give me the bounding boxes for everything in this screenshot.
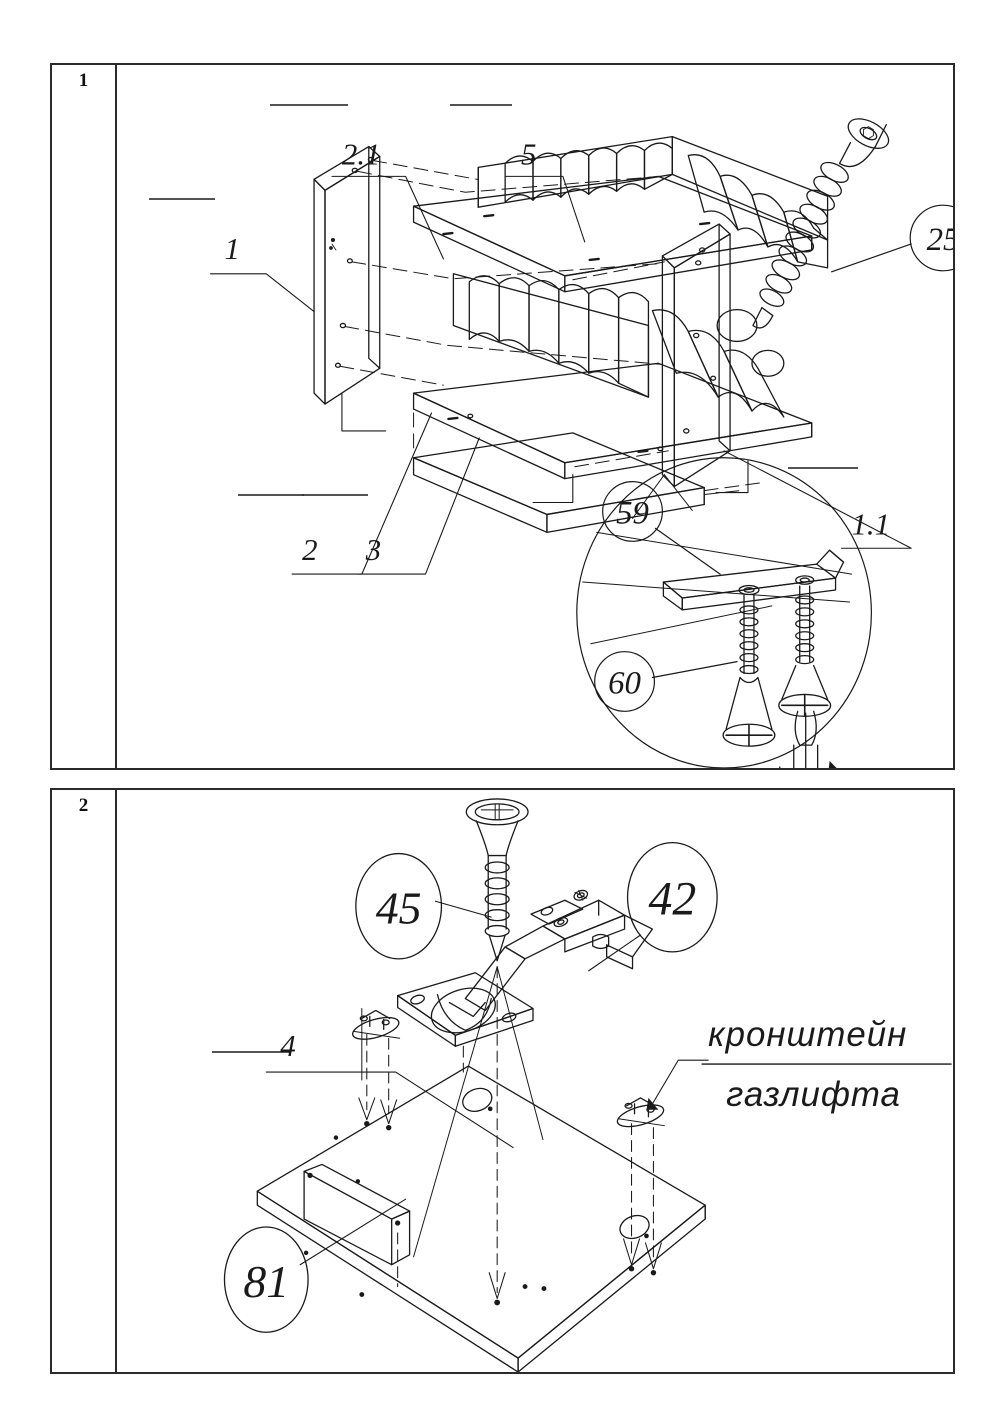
l-bracket	[303, 1163, 411, 1266]
front-rail	[412, 432, 705, 533]
leader-part-3	[357, 437, 480, 575]
leader-gaslift-note	[651, 1059, 709, 1105]
part-label-2-1: 2.1	[342, 137, 381, 171]
callout-label-81: 81	[243, 1256, 289, 1307]
gas-lift-bracket-left	[352, 1009, 401, 1040]
callout-label-25: 25	[927, 222, 953, 258]
leader-part-5	[504, 175, 586, 243]
leader-part-4	[265, 1071, 514, 1149]
step-1-svg: 1 2.1 5 2 3 1.1 25 59 60	[209, 118, 953, 768]
step-1-divider	[115, 65, 117, 768]
gas-lift-bracket-right	[616, 1097, 665, 1128]
leader-callout-45	[434, 900, 492, 918]
lower-shelf	[412, 362, 813, 480]
step-1-callouts	[594, 204, 953, 712]
leader-part-1-1	[723, 450, 912, 549]
callout-label-42: 42	[648, 873, 696, 926]
leader-callout-81	[299, 1198, 407, 1266]
gaslift-note-line-1: кронштейн	[708, 1016, 907, 1054]
screwdriver	[779, 710, 837, 768]
leader-callout-25	[830, 243, 912, 273]
part-label-5: 5	[521, 137, 536, 171]
alignment-brackets	[341, 392, 749, 504]
step-1-leaders	[209, 175, 912, 575]
callout-59-circle	[602, 481, 663, 542]
leader-callout-42	[588, 934, 642, 972]
step-2-drawing: 4 45 42 81 кронштейн газлифта	[115, 790, 953, 1372]
right-side-panel	[661, 223, 731, 488]
callout-label-45: 45	[376, 883, 422, 934]
left-side-panel	[313, 145, 381, 405]
step-2-callouts	[223, 841, 718, 1333]
step-1-drawing: 1 2.1 5 2 3 1.1 25 59 60	[115, 65, 953, 768]
countersunk-screw	[465, 798, 529, 962]
construction-lines	[361, 966, 544, 1258]
callout-label-59: 59	[616, 495, 649, 531]
leader-part-1	[209, 273, 315, 313]
leader-callout-59	[654, 527, 721, 575]
callout-81-circle	[223, 1226, 309, 1333]
leader-arrowhead	[646, 1097, 659, 1110]
callout-45-circle	[355, 852, 443, 960]
callout-60-circle	[594, 651, 656, 712]
part-label-1: 1	[224, 232, 239, 266]
step-1-number: 1	[78, 70, 89, 91]
wood-screw-right	[778, 585, 832, 717]
wood-screw-left	[722, 594, 776, 747]
step-2-svg: 4 45 42 81 кронштейн газлифта	[223, 798, 952, 1372]
step-2-number: 2	[78, 795, 89, 816]
confirmat-screw	[752, 118, 890, 329]
part-label-3: 3	[365, 533, 381, 567]
assembly-alignment-lines	[339, 159, 763, 496]
gaslift-note-line-2: газлифта	[726, 1076, 901, 1114]
door-panel	[256, 1065, 706, 1372]
upper-shelf	[412, 175, 813, 293]
leader-part-2-1	[331, 175, 444, 260]
leader-callout-60	[651, 661, 738, 679]
callout-25-circle	[909, 204, 953, 272]
step-1-frame: 1	[50, 63, 955, 770]
mounting-bracket	[662, 549, 845, 611]
corrugated-back-panel	[452, 135, 829, 418]
part-label-1-1: 1.1	[851, 507, 890, 541]
euro-cup-hinge	[397, 889, 654, 1047]
step-2-divider	[115, 790, 117, 1372]
step-2-leaders	[265, 900, 709, 1266]
part-label-4: 4	[280, 1029, 295, 1063]
part-label-2: 2	[302, 533, 317, 567]
step-2-frame: 2	[50, 788, 955, 1374]
callout-42-circle	[626, 841, 718, 953]
detail-circle-bracket-and-screws	[576, 457, 872, 768]
callout-label-60: 60	[608, 665, 641, 701]
